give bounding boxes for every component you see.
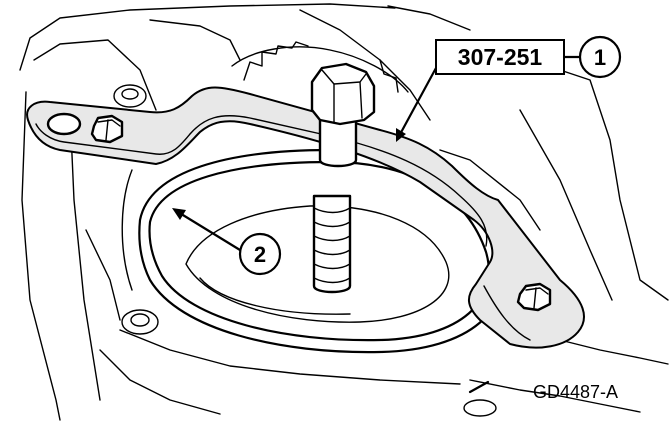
callout-2: 2: [238, 232, 282, 276]
special-tool-bridge: [26, 86, 585, 349]
leader-line-1: [396, 66, 438, 140]
leader-arrowhead-1: [396, 128, 406, 142]
bridge-bolt-left: [90, 114, 124, 144]
leader-line-2: [176, 210, 242, 252]
figure-code-leader: [468, 380, 490, 394]
bridge-bolt-right: [516, 282, 552, 312]
leader-arrowhead-2: [172, 208, 186, 220]
forcing-screw-thread: [312, 194, 352, 294]
figure-code: GD4487-A: [533, 382, 618, 402]
callout-number-1: 1: [594, 45, 606, 70]
transmission-housing: [19, 3, 669, 421]
forcing-screw-head: [310, 62, 376, 168]
tool-number-label: 307-251: [458, 44, 543, 70]
tool-number-callout: 307-251 1: [435, 35, 622, 79]
callout-number-2: 2: [254, 242, 266, 267]
